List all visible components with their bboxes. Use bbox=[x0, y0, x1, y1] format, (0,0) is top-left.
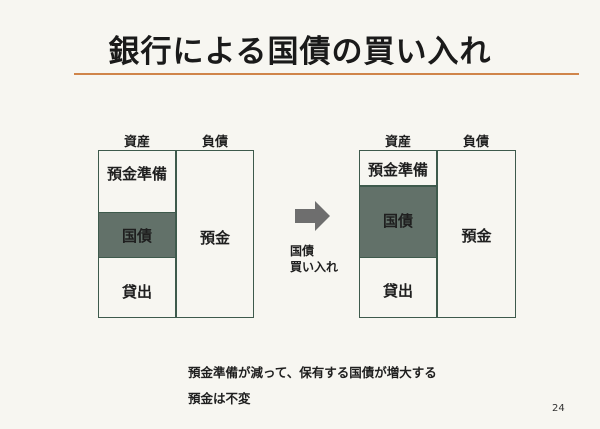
left-bonds-label: 国債 bbox=[121, 226, 152, 245]
operation-label-line2: 買い入れ bbox=[290, 260, 339, 274]
note-line1: 預金準備が減って、保有する国債が増大する bbox=[188, 365, 437, 380]
page-number: 24 bbox=[552, 403, 565, 414]
right-assets-header: 資産 bbox=[384, 135, 411, 150]
right-loans-label: 貸出 bbox=[382, 281, 413, 300]
left-deposits-label: 預金 bbox=[199, 228, 230, 247]
operation-label-line1: 国債 bbox=[290, 244, 315, 258]
left-liabilities-header: 負債 bbox=[201, 135, 228, 150]
slide-title: 銀行による国債の買い入れ bbox=[108, 34, 492, 70]
left-loans-label: 貸出 bbox=[121, 282, 152, 301]
right-liabilities-header: 負債 bbox=[462, 135, 489, 150]
note-line2: 預金は不変 bbox=[188, 391, 251, 406]
right-reserves-divider bbox=[359, 185, 437, 187]
title-rule bbox=[74, 73, 579, 75]
right-reserves-label: 預金準備 bbox=[367, 160, 428, 179]
left-bonds-box bbox=[98, 212, 176, 258]
right-arrow-icon bbox=[295, 201, 330, 231]
right-bonds-box bbox=[359, 186, 437, 258]
left-assets-header: 資産 bbox=[123, 135, 150, 150]
right-bonds-label: 国債 bbox=[382, 211, 413, 230]
right-deposits-label: 預金 bbox=[461, 226, 492, 245]
left-reserves-label: 預金準備 bbox=[106, 164, 167, 183]
